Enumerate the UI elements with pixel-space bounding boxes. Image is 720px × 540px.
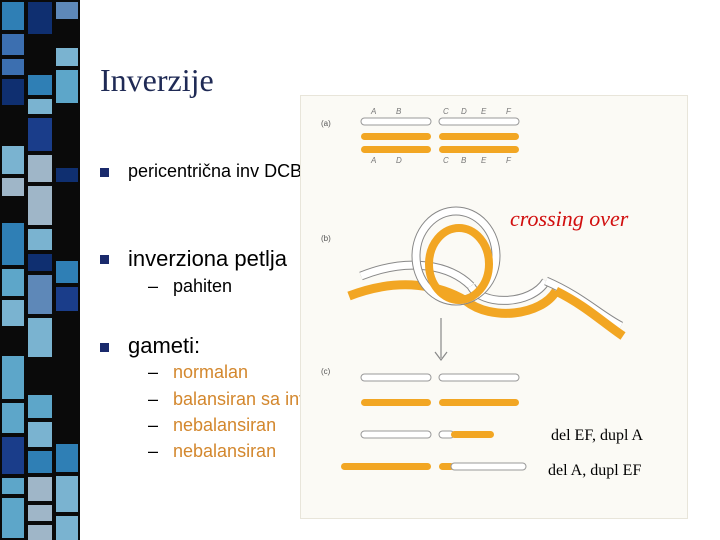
gamete-1-chromosome [361,374,519,381]
gene-label: C [443,156,449,165]
stripe-cell [28,99,52,114]
stripe-cell [28,186,52,225]
stripe-cell [28,229,52,250]
stripe-cell [2,300,24,326]
stripe-cell [2,146,24,174]
page-title: Inverzije [100,62,214,99]
sub-dash: – [148,276,158,297]
stripe-cell [56,168,78,182]
stripe-cell [2,478,24,494]
sub-pachytene: pahiten [173,276,232,297]
bullet-marker [100,168,109,177]
gamete-unbalanced-2: nebalansiran [173,441,276,462]
stripe-cell [28,275,52,314]
stripe-cell [28,155,52,182]
stripe-cell [28,525,52,540]
gene-label: F [506,156,512,165]
stripe-cell [28,422,52,447]
gene-label: A [370,107,376,116]
stripe-cell [28,254,52,271]
gamete-unbalanced-1: nebalansiran [173,415,276,436]
del-ef-label: del EF, dupl A [551,427,643,445]
inversion-figure: (a) (b) (c) A B C D E F A D C B E F [300,95,688,519]
stripe-cell [2,2,24,30]
gene-label: C [443,107,449,116]
stripe-cell [2,34,24,55]
stripe-cell [2,223,24,265]
gene-label: D [396,156,402,165]
panel-a-label: (a) [321,119,331,128]
bullet-marker [100,255,109,264]
stripe-cell [2,59,24,75]
inversion-diagram: (a) (b) (c) A B C D E F A D C B E F [301,96,687,518]
bullet-inversion-loop: inverziona petlja [128,246,287,272]
gamete-3-chromosome [361,431,494,438]
gamete-4-chromosome [341,463,526,470]
panel-a-top-chromosome [361,118,519,140]
stripe-cell [28,451,52,473]
down-arrow [435,318,447,360]
gene-label: E [481,156,487,165]
stripe-cell [2,79,24,105]
stripe-cell [56,444,78,472]
decorative-stripe [0,0,80,540]
gene-label: B [396,107,402,116]
stripe-cell [2,437,24,474]
gamete-dash: – [148,415,158,436]
gamete-2-chromosome [361,399,519,406]
del-a-label: del A, dupl EF [548,462,641,480]
gene-label: B [461,156,467,165]
stripe-cell [2,178,24,196]
gamete-normal: normalan [173,362,248,383]
bullet-marker [100,343,109,352]
gamete-dash: – [148,389,158,410]
stripe-cell [2,356,24,399]
stripe-cell [56,48,78,66]
stripe-cell [56,70,78,103]
stripe-cell [28,75,52,95]
stripe-cell [56,516,78,540]
gene-label: F [506,107,512,116]
stripe-cell [28,505,52,521]
panel-a-bottom-chromosome [361,146,519,153]
panel-b-label: (b) [321,234,331,243]
bullet-pericentric: pericentrična inv DCB [128,161,302,182]
stripe-cell [56,476,78,512]
stripe-cell [2,269,24,296]
stripe-cell [2,403,24,433]
stripe-cell [28,395,52,418]
bullet-gametes: gameti: [128,333,200,359]
gene-label: E [481,107,487,116]
stripe-cell [2,498,24,538]
stripe-cell [56,261,78,283]
gamete-dash: – [148,362,158,383]
stripe-cell [28,318,52,357]
stripe-cell [56,2,78,19]
crossing-over-label: crossing over [510,206,628,232]
gene-label: D [461,107,467,116]
stripe-cell [28,2,52,34]
gamete-dash: – [148,441,158,462]
stripe-cell [28,118,52,151]
gamete-balanced: balansiran sa inv [173,389,308,410]
panel-c-label: (c) [321,367,331,376]
gene-label: A [370,156,376,165]
stripe-cell [28,477,52,501]
stripe-cell [56,287,78,311]
